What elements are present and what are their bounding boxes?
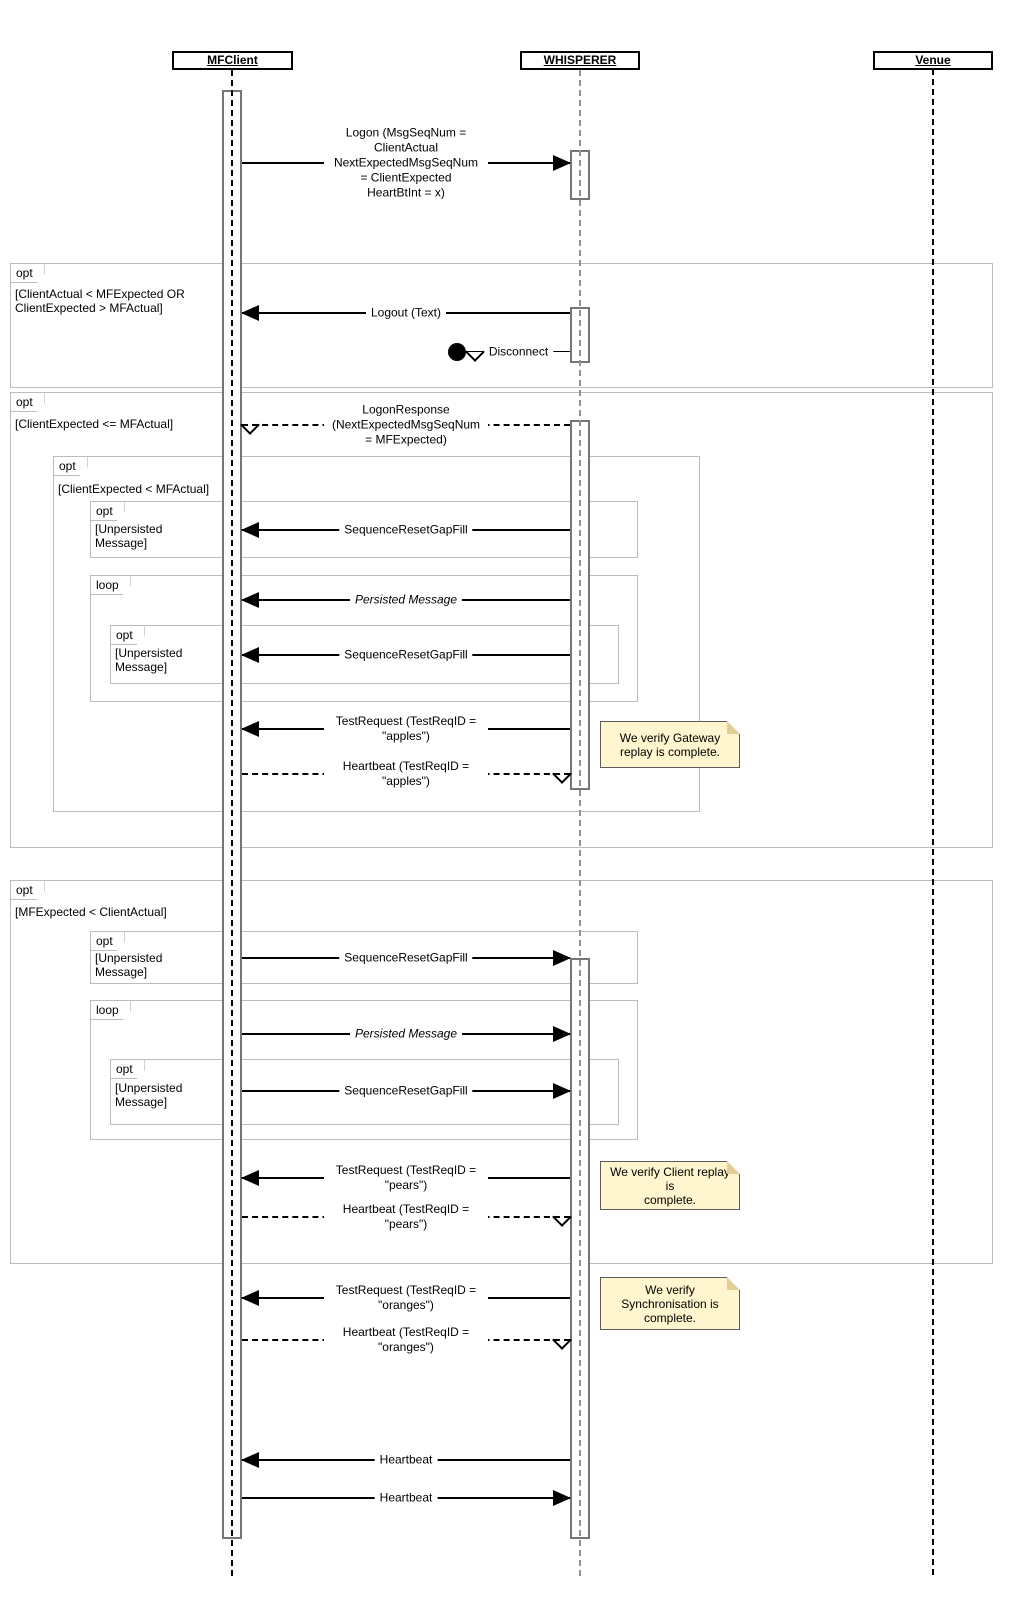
filled-arrowhead-icon — [241, 721, 259, 737]
fragment-opt-logout: opt [ClientActual < MFExpected OR Client… — [10, 263, 993, 388]
fragment-guard: [MFExpected < ClientActual] — [15, 905, 167, 919]
fragment-opt-logon-response: opt [ClientExpected <= MFActual] — [10, 392, 993, 848]
fragment-operator-label: opt — [90, 931, 125, 951]
filled-arrowhead-icon — [553, 1026, 571, 1042]
message-label: TestRequest (TestReqID = "apples") — [324, 714, 488, 744]
note-gateway-replay: We verify Gateway replay is complete. — [600, 721, 740, 768]
filled-arrowhead-icon — [241, 592, 259, 608]
message-label: Heartbeat (TestReqID = "pears") — [324, 1202, 488, 1232]
fragment-opt-client-replay: opt [MFExpected < ClientActual] — [10, 880, 993, 1264]
fragment-guard: [Unpersisted Message] — [95, 522, 163, 550]
message-label: Heartbeat — [374, 1490, 438, 1506]
participant-name: MFClient — [207, 53, 258, 67]
fragment-loop-gateway: loop — [90, 575, 638, 702]
fragment-operator-label: loop — [90, 1000, 131, 1020]
participant-venue: Venue — [873, 51, 993, 70]
note-synchronisation: We verify Synchronisation is complete. — [600, 1277, 740, 1330]
fragment-operator-label: opt — [53, 456, 88, 476]
message-label: SequenceResetGapFill — [339, 1083, 473, 1099]
lifeline-whisperer — [579, 70, 581, 1576]
message-label: Persisted Message — [349, 1026, 463, 1042]
message-label: Logout (Text) — [365, 305, 447, 321]
message-label: Heartbeat (TestReqID = "oranges") — [324, 1325, 488, 1355]
fragment-operator-label: opt — [10, 392, 45, 412]
message-label: SequenceResetGapFill — [339, 647, 473, 663]
participant-mfclient: MFClient — [172, 51, 293, 70]
fragment-opt-unpersisted-1: opt [Unpersisted Message] — [90, 501, 638, 558]
message-label: TestRequest (TestReqID = "oranges") — [324, 1283, 488, 1313]
lifeline-mfclient — [231, 70, 233, 1576]
open-arrowhead-icon — [552, 1330, 572, 1350]
fragment-guard: [ClientActual < MFExpected OR ClientExpe… — [15, 287, 185, 315]
fragment-operator-label: opt — [10, 880, 45, 900]
fragment-opt-unpersisted-3: opt [Unpersisted Message] — [90, 931, 638, 984]
filled-arrowhead-icon — [553, 1490, 571, 1506]
note-text: We verify Client replay is complete. — [610, 1164, 730, 1207]
participant-whisperer: WHISPERER — [520, 51, 640, 70]
fragment-operator-label: opt — [110, 625, 145, 645]
message-label: SequenceResetGapFill — [339, 950, 473, 966]
message-label: LogonResponse (NextExpectedMsgSeqNum = M… — [324, 402, 488, 448]
filled-arrowhead-icon — [241, 1290, 259, 1306]
fragment-opt-unpersisted-4: opt [Unpersisted Message] — [110, 1059, 619, 1125]
filled-arrowhead-icon — [241, 1170, 259, 1186]
message-label: Heartbeat — [374, 1452, 438, 1468]
note-fold-icon — [727, 1161, 740, 1174]
fragment-opt-gateway-replay: opt [ClientExpected < MFActual] — [53, 456, 700, 812]
filled-arrowhead-icon — [241, 522, 259, 538]
fragment-opt-unpersisted-2: opt [Unpersisted Message] — [110, 625, 619, 684]
filled-arrowhead-icon — [241, 647, 259, 663]
fragment-guard: [Unpersisted Message] — [115, 1081, 183, 1109]
filled-arrowhead-icon — [241, 1452, 259, 1468]
message-label: Disconnect — [483, 344, 554, 360]
note-fold-icon — [727, 721, 740, 734]
note-text: We verify Gateway replay is complete. — [619, 730, 721, 759]
fragment-operator-label: opt — [110, 1059, 145, 1079]
note-text: We verify Synchronisation is complete. — [621, 1282, 719, 1325]
note-fold-icon — [727, 1277, 740, 1290]
filled-arrowhead-icon — [553, 1083, 571, 1099]
filled-arrowhead-icon — [553, 155, 571, 171]
participant-name: WHISPERER — [543, 53, 617, 67]
fragment-guard: [ClientExpected < MFActual] — [58, 482, 210, 496]
message-label: Logon (MsgSeqNum = ClientActual NextExpe… — [324, 125, 488, 201]
message-label: TestRequest (TestReqID = "pears") — [324, 1163, 488, 1193]
fragment-guard: [Unpersisted Message] — [115, 646, 183, 674]
message-label: SequenceResetGapFill — [339, 522, 473, 538]
fragment-operator-label: opt — [10, 263, 45, 283]
filled-arrowhead-icon — [241, 305, 259, 321]
fragment-loop-client: loop — [90, 1000, 638, 1140]
filled-arrowhead-icon — [553, 950, 571, 966]
fragment-guard: [Unpersisted Message] — [95, 951, 163, 979]
fragment-operator-label: loop — [90, 575, 131, 595]
fragment-guard: [ClientExpected <= MFActual] — [15, 417, 174, 431]
fragment-operator-label: opt — [90, 501, 125, 521]
lifeline-venue — [932, 69, 934, 1575]
message-label: Heartbeat (TestReqID = "apples") — [324, 759, 488, 789]
participant-name: Venue — [915, 53, 951, 67]
note-client-replay: We verify Client replay is complete. — [600, 1161, 740, 1210]
message-label: Persisted Message — [349, 592, 463, 608]
disconnect-endpoint-circle — [448, 343, 466, 361]
